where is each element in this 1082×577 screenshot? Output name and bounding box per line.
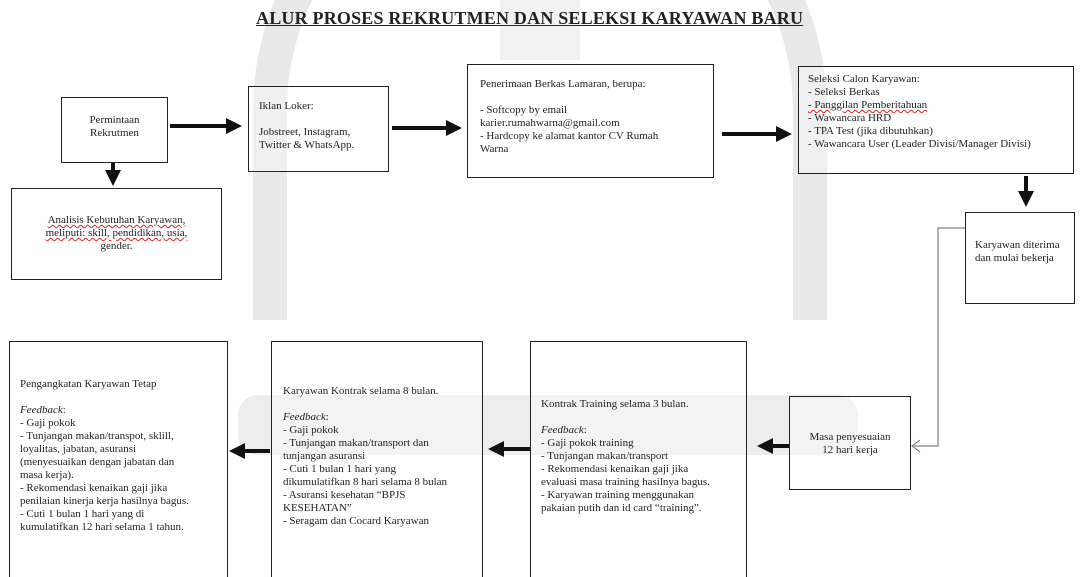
box-penerimaan-berkas: Penerimaan Berkas Lamaran, berupa: - Sof…: [467, 64, 714, 178]
diagram-title: ALUR PROSES REKRUTMEN DAN SELEKSI KARYAW…: [256, 8, 804, 28]
box-seleksi-calon-karyawan: Seleksi Calon Karyawan: - Seleksi Berkas…: [798, 66, 1074, 174]
box-permintaan-rekrutmen: Permintaan Rekrutmen: [61, 97, 168, 163]
box-kontrak-training: Kontrak Training selama 3 bulan. Feedbac…: [530, 341, 747, 577]
box-analisis-kebutuhan: Analisis Kebutuhan Karyawan, meliputi: s…: [11, 188, 222, 280]
box-karyawan-kontrak: Karyawan Kontrak selama 8 bulan. Feedbac…: [271, 341, 483, 577]
box-iklan-loker: Iklan Loker: Jobstreet, Instagram, Twitt…: [248, 86, 389, 172]
box-masa-penyesuaian: Masa penyesuaian 12 hari kerja: [789, 396, 911, 490]
arrow-diterima-to-penyesuaian: [914, 227, 965, 447]
box-karyawan-diterima: Karyawan diterima dan mulai bekerja: [965, 212, 1075, 304]
box-pengangkatan-karyawan-tetap: Pengangkatan Karyawan Tetap Feedback: - …: [9, 341, 228, 577]
